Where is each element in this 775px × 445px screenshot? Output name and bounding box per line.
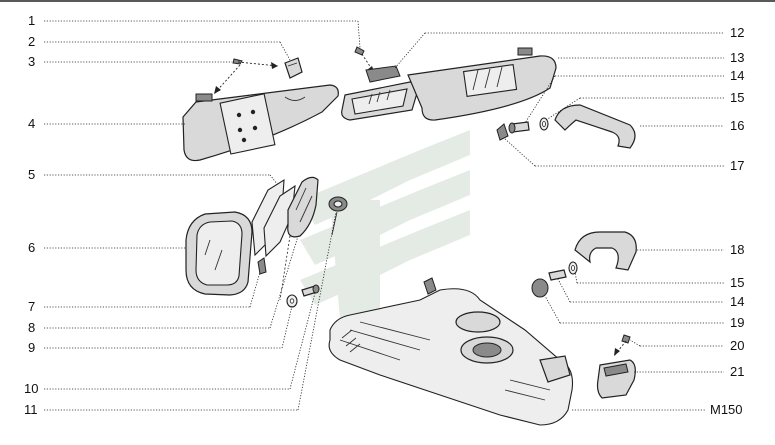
callout-5: 5: [28, 167, 35, 182]
callout-6: 6: [28, 240, 35, 255]
mirror-gasket: [251, 178, 296, 258]
mirror-clip-7: [257, 257, 267, 275]
sun-visor-left: [182, 84, 339, 162]
handle-screw-lower: [548, 269, 567, 281]
washer-upper: [539, 117, 549, 131]
leader-lines: [44, 20, 724, 411]
callout-4: 4: [28, 116, 35, 131]
screw-20: [613, 334, 631, 357]
callout-14-upper: 14: [730, 68, 744, 83]
mirror-screw: [301, 284, 320, 297]
grab-handle-lower: [574, 231, 637, 271]
callout-14-lower: 14: [730, 294, 744, 309]
callout-7: 7: [28, 299, 35, 314]
mirror-trim: [287, 176, 319, 238]
callouts-left: 1 2 3 4 5 6 7 8 9 10 11: [24, 13, 38, 417]
callout-16: 16: [730, 118, 744, 133]
callout-10: 10: [24, 381, 38, 396]
ashtray-21: [596, 359, 636, 399]
center-console: [328, 277, 574, 426]
callout-15-upper: 15: [730, 90, 744, 105]
callout-21: 21: [730, 364, 744, 379]
mirror-knob: [328, 196, 348, 236]
callout-2: 2: [28, 34, 35, 49]
callouts-right: 12 13 14 15 16 17 18 15 14 19 20 21 M150: [710, 25, 744, 417]
callout-8: 8: [28, 320, 35, 335]
screw-3: [213, 58, 279, 95]
rearview-mirror: [341, 65, 418, 121]
callout-15-lower: 15: [730, 275, 744, 290]
callout-19: 19: [730, 315, 744, 330]
sun-visor-right: [407, 47, 557, 121]
callout-18: 18: [730, 242, 744, 257]
mirror-washer: [286, 294, 298, 308]
callout-20: 20: [730, 338, 744, 353]
callout-11: 11: [24, 402, 38, 417]
callout-12: 12: [730, 25, 744, 40]
washer-lower: [568, 261, 578, 275]
grab-handle-upper: [554, 104, 636, 149]
callout-1: 1: [28, 13, 35, 28]
callout-m150: M150: [710, 402, 743, 417]
callout-3: 3: [28, 54, 35, 69]
handle-cap-lower: [531, 278, 549, 298]
outside-mirror: [185, 211, 253, 296]
callout-17: 17: [730, 158, 744, 173]
callout-13: 13: [730, 50, 744, 65]
visor-clip: [284, 57, 303, 79]
handle-cap-upper: [496, 123, 509, 141]
handle-screw-upper: [508, 121, 530, 134]
callout-9: 9: [28, 340, 35, 355]
